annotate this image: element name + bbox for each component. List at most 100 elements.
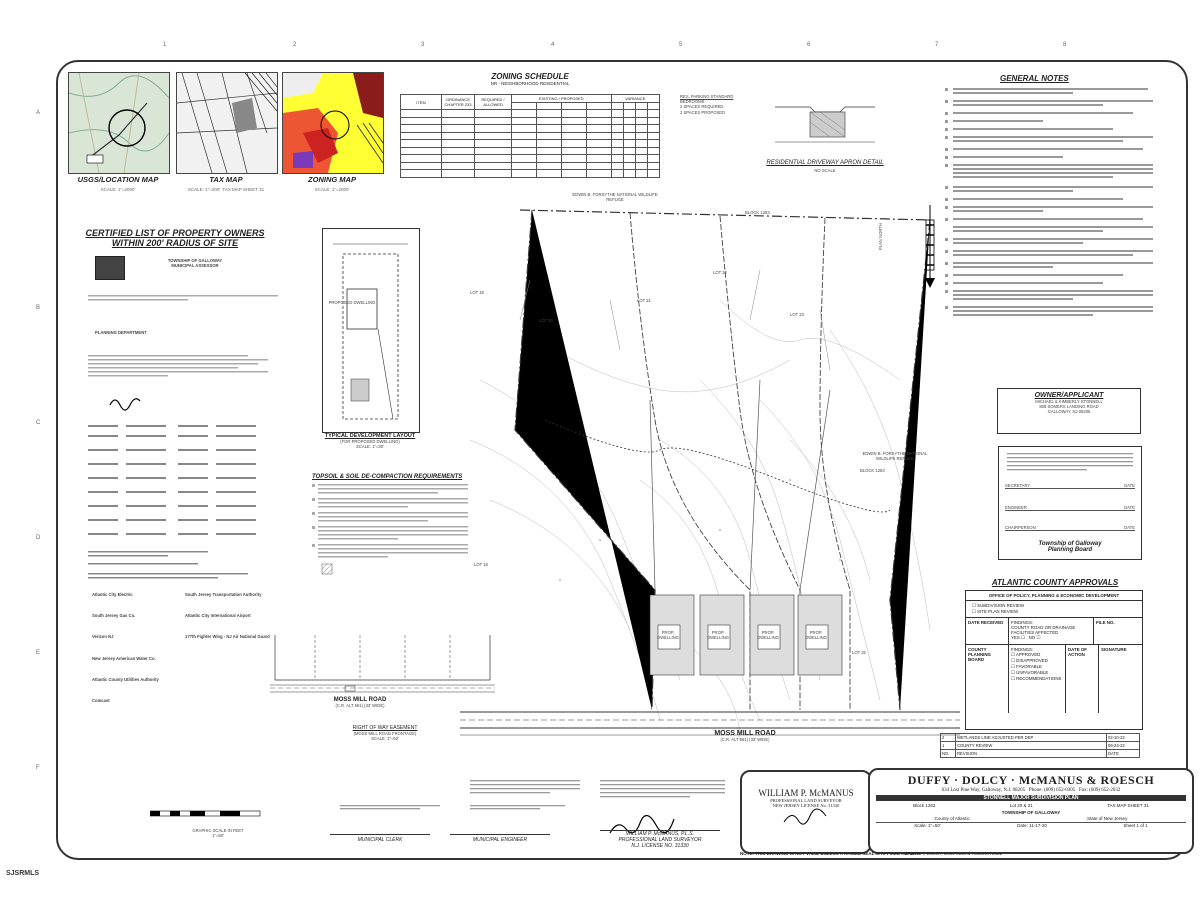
- block-label: BLOCK 1263: [745, 210, 770, 215]
- usgs-location-map: [68, 72, 170, 174]
- zt-header: ITEM: [400, 94, 442, 110]
- row-easement-title: RIGHT OF WAY EASEMENT: [352, 725, 418, 731]
- driveway-detail-scale: NO SCALE: [814, 168, 836, 173]
- title-block-row: County of Atlantic State of New Jersey: [876, 816, 1186, 821]
- utility-entry: South Jersey Transportation Authority: [185, 592, 262, 597]
- county-option: ☐ SITE PLAN REVIEW: [972, 609, 1019, 614]
- county-findings-cell: FINDINGS: COUNTY ROAD OR DRAINAGE FACILI…: [1009, 618, 1094, 644]
- title-block-state: State of New Jersey: [1087, 816, 1128, 821]
- county-finding: APPROVED: [1015, 652, 1041, 657]
- graphic-scale-text: GRAPHIC SCALE IN FEET: [192, 828, 244, 833]
- main-road-sub: (C.R. ALT 561) (33' WIDE): [720, 737, 770, 742]
- typical-layout-caption-1: TYPICAL DEVELOPMENT LAYOUT: [324, 433, 416, 439]
- driveway-detail-caption: RESIDENTIAL DRIVEWAY APRON DETAIL: [766, 160, 884, 166]
- zoning-schedule-table: ITEM ORDINANCE CHAPTER 233 REQUIRED / AL…: [400, 94, 661, 178]
- owner-title: OWNER/APPLICANT: [1034, 392, 1104, 399]
- county-finding: DISAPPROVED: [1016, 658, 1048, 663]
- grid-tick: B: [36, 305, 41, 311]
- surveyor-stamp-license: N.J. LICENSE NO. 31330: [631, 843, 689, 849]
- utilities-col-2: South Jersey Transportation Authority At…: [185, 592, 280, 640]
- lot-label: LOT 18: [474, 562, 488, 567]
- county-findings-list: FINDINGS: ☐ APPROVED ☐ DISAPPROVED ☐ FAV…: [1009, 645, 1066, 713]
- zoning-schedule-subtitle: NR - NEIGHBORHOOD RESIDENTIAL: [490, 81, 570, 86]
- revision-no: NO.: [941, 750, 956, 757]
- utilities-col-1: Atlantic City Electric South Jersey Gas …: [92, 592, 202, 703]
- owners-list-township: TOWNSHIP OF GALLOWAY MUNICIPAL ASSESSOR: [130, 258, 260, 268]
- county-finding: UNFAVORABLE: [1016, 670, 1049, 675]
- parking-legend-item: BEDROOMS: [680, 99, 705, 105]
- copyright: © DUFFY, DOLCY, McMANUS & ROESCH 2022: [905, 851, 1003, 856]
- grid-tick: E: [36, 650, 41, 656]
- surveyor-title: PROFESSIONAL LAND SURVEYOR: [770, 798, 842, 803]
- county-date-action: DATE OF ACTION: [1066, 645, 1099, 713]
- grid-tick: F: [36, 765, 40, 771]
- title-block-township: TOWNSHIP OF GALLOWAY: [1001, 810, 1061, 815]
- firm-fax: Fax: (609) 652-2032: [1079, 788, 1121, 793]
- general-notes-body: [945, 88, 1153, 316]
- utility-entry: South Jersey Gas Co.: [92, 613, 136, 619]
- dwelling-label: PROP. DWELLING: [805, 630, 827, 641]
- surveyor-box: WILLIAM P. McMANUS PROFESSIONAL LAND SUR…: [740, 770, 872, 854]
- surveyor-box-signature: [783, 808, 827, 825]
- parking-legend-item: 2 SPACES REQUIRED: [680, 104, 724, 110]
- north-label: PLAN NORTH: [878, 223, 883, 250]
- grid-tick: C: [36, 420, 41, 426]
- municipal-note: [340, 805, 565, 810]
- municipal-engineer-signature: MUNICIPAL ENGINEER: [450, 834, 550, 843]
- title-block-sheet: Sheet 1 of 1: [1123, 823, 1148, 828]
- title-block-scale: Scale: 1"=50': [914, 823, 941, 828]
- title-block-lots: Lot 20 & 21: [1009, 803, 1033, 808]
- county-road-affected: COUNTY ROAD OR DRAINAGE FACILITIES AFFEC…: [1011, 625, 1076, 635]
- row-road-sub: (C.R. ALT 561) (33' WIDE): [335, 703, 385, 708]
- graphic-scale-label: GRAPHIC SCALE IN FEET 1"=50': [178, 828, 258, 838]
- topsoil-title: TOPSOIL & SOIL DE-COMPACTION REQUIREMENT…: [312, 474, 463, 480]
- typical-layout-caption-2: (FOR PROPOSED DWELLING): [340, 439, 400, 444]
- grid-tick: 6: [807, 42, 811, 48]
- grid-tick: 7: [935, 42, 939, 48]
- utility-entry: Comcast: [92, 698, 110, 704]
- lot-label: LOT 23: [790, 312, 804, 317]
- north-arrow-icon: [925, 205, 935, 288]
- watermark: SJSRMLS: [6, 870, 40, 877]
- county-approvals-title: ATLANTIC COUNTY APPROVALS: [991, 578, 1119, 587]
- surveyor-stamp-name: WILLIAM P. McMANUS, P.L.S.: [600, 830, 720, 837]
- lot-label: LOT 20: [539, 318, 553, 323]
- row-easement-drawing: [270, 635, 495, 693]
- county-yes-no: YES ☐ NO ☐: [1011, 635, 1041, 640]
- main-road-label: MOSS MILL ROAD (C.R. ALT 561) (33' WIDE): [690, 730, 800, 742]
- county-yes: YES: [1011, 635, 1020, 640]
- main-road-name: MOSS MILL ROAD: [714, 730, 776, 737]
- owners-list-title: CERTIFIED LIST OF PROPERTY OWNERS WITHIN…: [70, 228, 280, 248]
- county-date-received: DATE RECEIVED: [966, 618, 1009, 644]
- lot-label: LOT 22: [713, 270, 727, 275]
- zt-header: REQUIRED / ALLOWED: [474, 94, 512, 110]
- revision-date: 02-10-22: [1108, 735, 1125, 740]
- surveyor-license: NEW JERSEY LICENSE No. 31330: [772, 803, 840, 808]
- title-block-county: County of Atlantic: [934, 816, 970, 821]
- sig-label: ENGINEER: [1005, 505, 1027, 510]
- title-block-tax-sheet: TAX MAP SHEET 31: [1107, 803, 1149, 808]
- block-label: BLOCK 1263: [860, 468, 885, 473]
- owners-list-title-2: WITHIN 200' RADIUS OF SITE: [111, 238, 239, 248]
- graphic-scale-bar: [150, 810, 261, 817]
- zt-header: EXISTING / PROPOSED: [511, 94, 612, 103]
- row-road-label: MOSS MILL ROAD (C.R. ALT 561) (33' WIDE): [305, 697, 415, 708]
- dwelling-label: PROP. DWELLING: [657, 630, 679, 641]
- county-findings-label: FINDINGS:: [1011, 620, 1034, 625]
- title-block-date: Date: 11-17-20: [1017, 823, 1047, 828]
- lot-label: LOT 32: [852, 650, 866, 655]
- tax-map: [176, 72, 278, 174]
- project-title: STONNELL MAJOR SUBDIVISION PLAN: [876, 795, 1186, 801]
- revision-no: 1: [941, 742, 956, 749]
- utility-entry: Atlantic City International Airport: [185, 613, 251, 619]
- wildlife-refuge-label: EDWIN B. FORSYTHE NATIONAL WILDLIFE REFU…: [572, 192, 658, 203]
- planning-board-title: Planning Board: [1047, 547, 1093, 553]
- grid-tick: 8: [1063, 42, 1067, 48]
- utility-entry: New Jersey American Water Co.: [92, 655, 156, 661]
